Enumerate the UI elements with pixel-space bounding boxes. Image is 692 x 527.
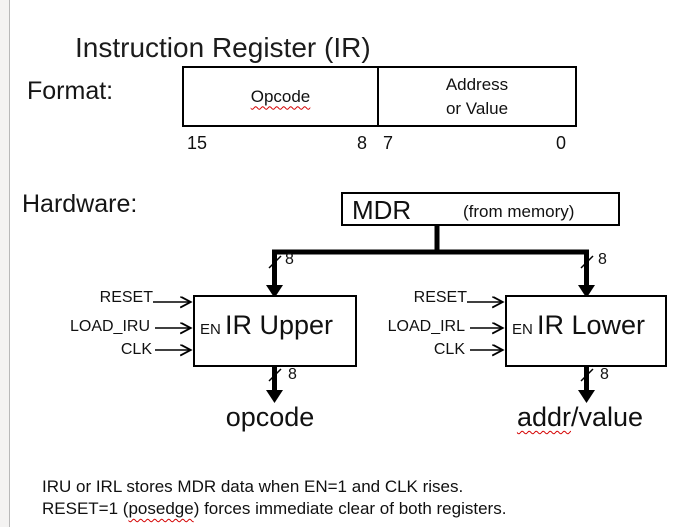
ir-upper-load-label: LOAD_IRU — [69, 318, 150, 335]
ir-lower-reset-label: RESET — [413, 289, 467, 306]
note-posedge-word: posedge — [128, 499, 194, 518]
note-line-2-before: RESET=1 ( — [42, 499, 129, 518]
address-field-label: Address or Value — [446, 73, 508, 121]
slide-pane-edge — [0, 0, 10, 527]
format-section-label: Format: — [27, 77, 114, 105]
mdr-box: MDR (from memory) — [341, 192, 620, 226]
page-title: Instruction Register (IR) — [75, 32, 371, 63]
instruction-format-table: Opcode Address or Value — [182, 66, 577, 127]
bit-label-7: 7 — [382, 133, 394, 153]
format-cell-address: Address or Value — [379, 68, 575, 125]
bus-width-label: 8 — [285, 251, 294, 268]
ir-upper-reset-label: RESET — [99, 289, 153, 306]
format-cell-opcode: Opcode — [184, 68, 379, 125]
opcode-field-label: Opcode — [250, 86, 311, 106]
ir-lower-register-box: EN IR Lower — [505, 295, 667, 367]
ir-lower-name: IR Lower — [537, 310, 646, 340]
mdr-label: MDR — [352, 195, 412, 225]
note-line-2-after: ) forces immediate clear of both registe… — [193, 499, 507, 518]
note-line-2: RESET=1 (posedge) forces immediate clear… — [42, 499, 506, 519]
addr-output-part: addr — [516, 402, 571, 432]
bit-label-8: 8 — [356, 133, 368, 153]
hardware-section-label: Hardware: — [22, 190, 138, 218]
ir-lower-load-label: LOAD_IRL — [387, 318, 465, 335]
ir-lower-clk-label: CLK — [433, 341, 465, 358]
ir-upper-clk-label: CLK — [120, 341, 152, 358]
bit-label-15: 15 — [186, 133, 208, 153]
bus-width-label: 8 — [598, 251, 607, 268]
bit-label-0: 0 — [555, 133, 567, 153]
bus-width-label: 8 — [288, 366, 297, 383]
value-output-part: /value — [570, 402, 644, 432]
ir-upper-name: IR Upper — [225, 310, 334, 340]
bus-width-label: 8 — [600, 366, 609, 383]
ir-lower-en-pin-label: EN — [512, 321, 533, 338]
address-field-line1: Address — [445, 74, 509, 94]
note-line-1: IRU or IRL stores MDR data when EN=1 and… — [42, 477, 464, 496]
addr-value-output-label: addr/value — [517, 402, 643, 433]
address-field-line2: or Value — [445, 98, 509, 118]
mdr-from-memory-note: (from memory) — [463, 202, 575, 221]
ir-upper-register-box: EN IR Upper — [193, 295, 357, 367]
ir-upper-en-pin-label: EN — [200, 321, 221, 338]
opcode-output-label: opcode — [225, 402, 315, 432]
